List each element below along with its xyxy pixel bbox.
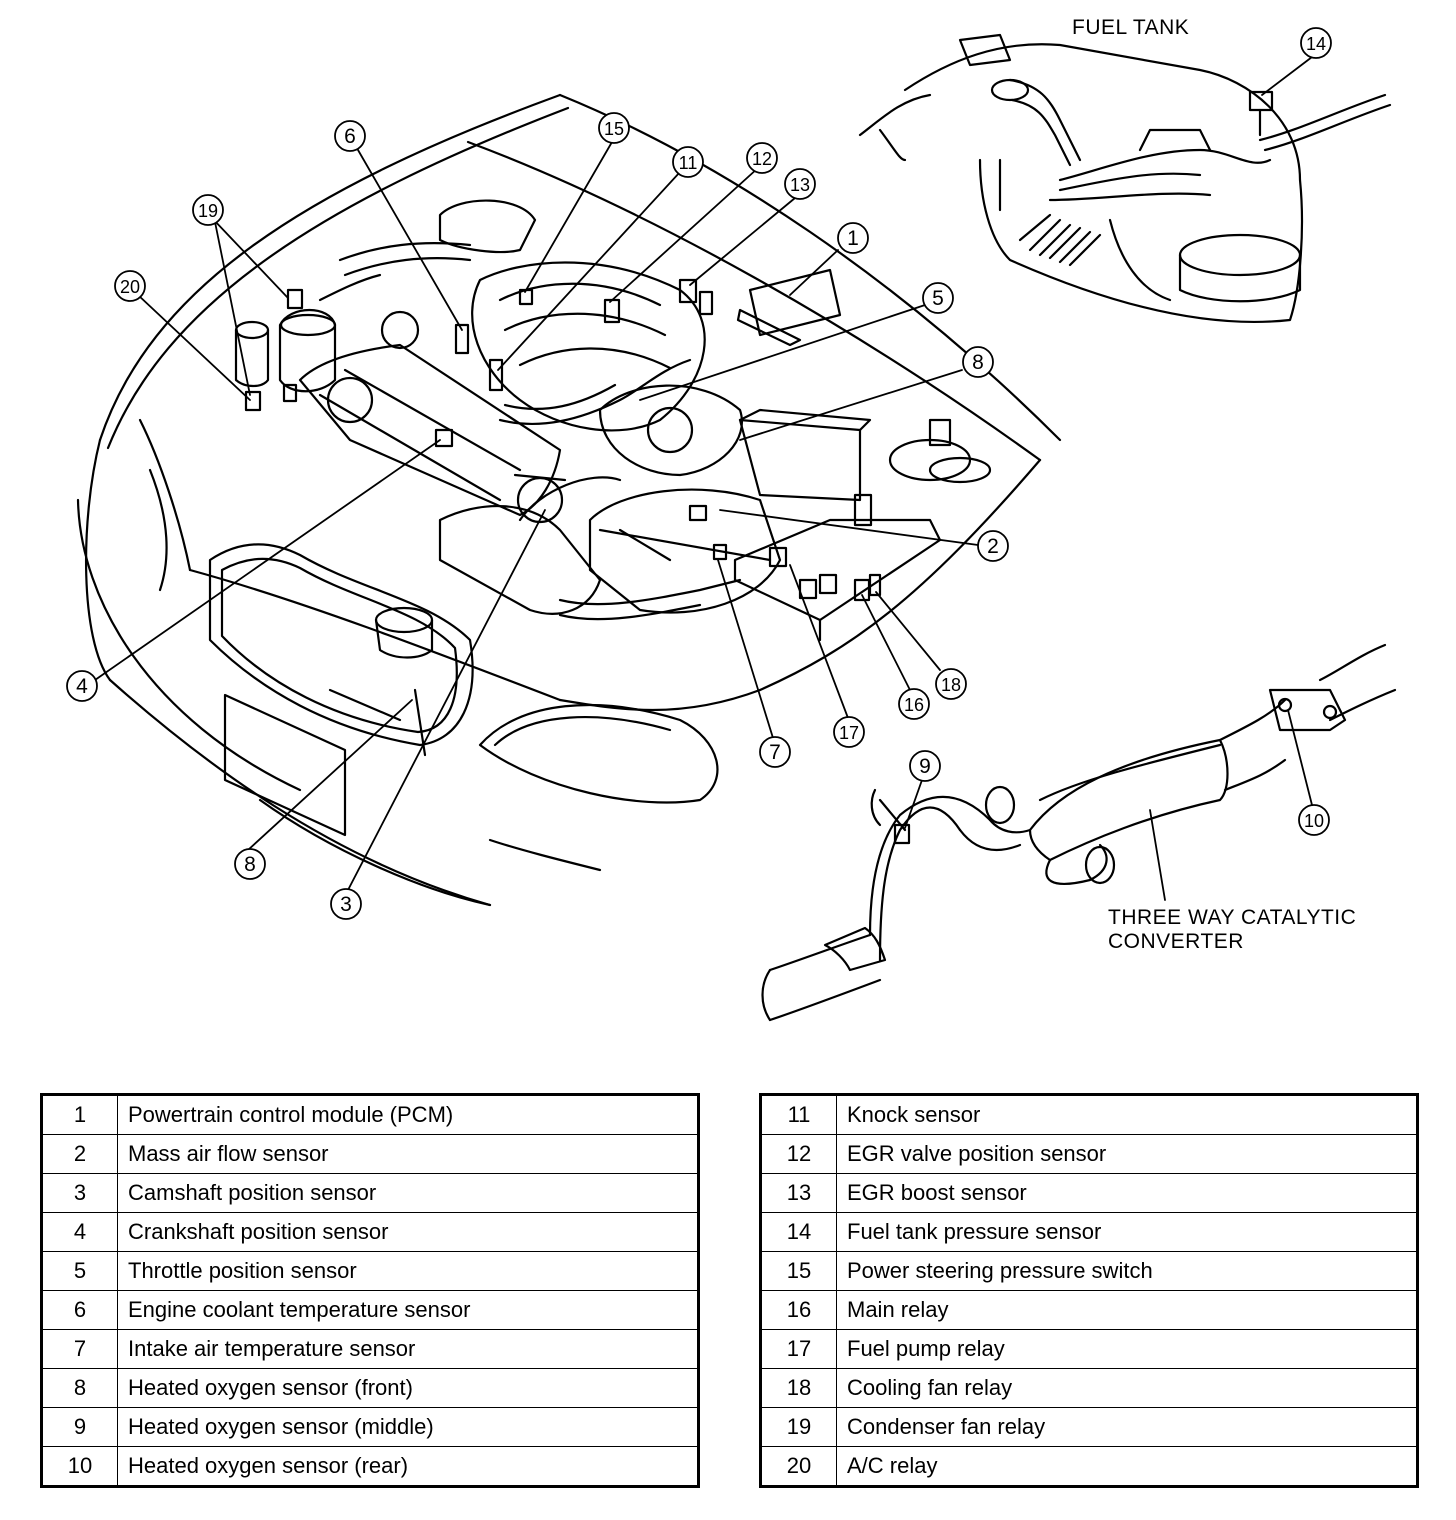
callout-9: 9 <box>919 755 931 778</box>
legend-number: 12 <box>760 1134 837 1174</box>
callout-16: 16 <box>904 695 924 715</box>
engine-assembly-drawing <box>234 199 992 757</box>
callout-8-engine: 8 <box>972 351 984 374</box>
callout-15: 15 <box>604 119 624 139</box>
callout-13: 13 <box>790 175 810 195</box>
legend-description: Main relay <box>836 1290 1418 1330</box>
legend-number: 9 <box>41 1407 118 1447</box>
legend-number: 18 <box>760 1368 837 1408</box>
callout-11: 11 <box>679 153 698 173</box>
leader-lines <box>94 56 1313 901</box>
callout-7: 7 <box>769 741 781 764</box>
legend-description: Fuel pump relay <box>836 1329 1418 1369</box>
catalytic-converter-label-line2: CONVERTER <box>1108 930 1244 953</box>
legend-description: Knock sensor <box>836 1094 1418 1135</box>
legend-description: Mass air flow sensor <box>117 1134 699 1174</box>
component-location-diagram: 1 2 3 4 5 6 7 8 8 9 10 11 12 13 14 15 16… <box>66 16 1397 1022</box>
fuel-tank-drawing <box>858 33 1392 323</box>
legend-description: Fuel tank pressure sensor <box>836 1212 1418 1252</box>
legend-number: 17 <box>760 1329 837 1369</box>
legend-number: 16 <box>760 1290 837 1330</box>
legend-description: Heated oxygen sensor (rear) <box>117 1446 699 1487</box>
legend-number: 10 <box>41 1446 118 1487</box>
callout-4: 4 <box>76 675 88 698</box>
callout-1: 1 <box>847 227 859 250</box>
callout-6: 6 <box>344 125 356 148</box>
vehicle-body-drawing <box>76 93 1062 907</box>
legend-description: Powertrain control module (PCM) <box>117 1094 699 1135</box>
callout-circles <box>66 27 1332 920</box>
legend-description: Cooling fan relay <box>836 1368 1418 1408</box>
legend-number: 15 <box>760 1251 837 1291</box>
legend-description: Engine coolant temperature sensor <box>117 1290 699 1330</box>
callout-14: 14 <box>1306 34 1326 54</box>
legend-description: A/C relay <box>836 1446 1418 1487</box>
legend-description: Intake air temperature sensor <box>117 1329 699 1369</box>
legend-description: Power steering pressure switch <box>836 1251 1418 1291</box>
legend-description: Condenser fan relay <box>836 1407 1418 1447</box>
callout-5: 5 <box>932 287 944 310</box>
legend-description: EGR valve position sensor <box>836 1134 1418 1174</box>
legend-number: 11 <box>760 1094 837 1135</box>
callout-3: 3 <box>340 893 352 916</box>
exhaust-system-drawing <box>761 643 1397 1022</box>
callout-2: 2 <box>987 535 999 558</box>
legend-number: 8 <box>41 1368 118 1408</box>
callout-8-front: 8 <box>244 853 256 876</box>
legend-number: 4 <box>41 1212 118 1252</box>
legend-number: 7 <box>41 1329 118 1369</box>
legend-description: Heated oxygen sensor (middle) <box>117 1407 699 1447</box>
callout-12: 12 <box>752 149 772 169</box>
legend-description: Throttle position sensor <box>117 1251 699 1291</box>
callout-19: 19 <box>198 201 218 221</box>
legend-description: Crankshaft position sensor <box>117 1212 699 1252</box>
legend-number: 2 <box>41 1134 118 1174</box>
callout-17: 17 <box>839 723 859 743</box>
legend-description: EGR boost sensor <box>836 1173 1418 1213</box>
legend-number: 14 <box>760 1212 837 1252</box>
legend-number: 13 <box>760 1173 837 1213</box>
legend-number: 1 <box>41 1094 118 1135</box>
catalytic-converter-label-line1: THREE WAY CATALYTIC <box>1108 906 1356 929</box>
legend-number: 19 <box>760 1407 837 1447</box>
callout-18: 18 <box>941 675 961 695</box>
legend-description: Camshaft position sensor <box>117 1173 699 1213</box>
callout-20: 20 <box>120 277 140 297</box>
legend-number: 3 <box>41 1173 118 1213</box>
legend-number: 5 <box>41 1251 118 1291</box>
legend-description: Heated oxygen sensor (front) <box>117 1368 699 1408</box>
legend-number: 20 <box>760 1446 837 1487</box>
fuel-tank-label: FUEL TANK <box>1072 16 1189 39</box>
callout-10: 10 <box>1304 811 1324 831</box>
legend-number: 6 <box>41 1290 118 1330</box>
